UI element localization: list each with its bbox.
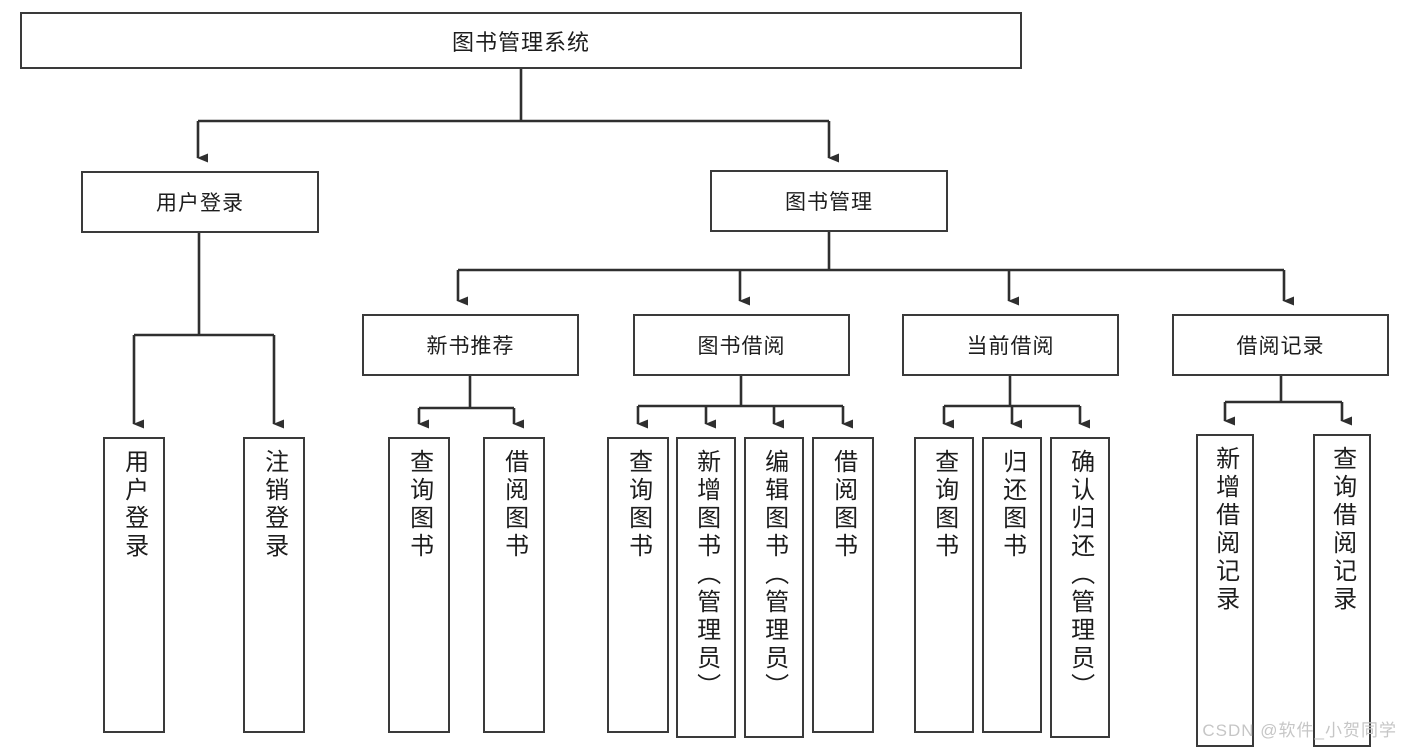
node-book-management[interactable]: 图书管理 — [710, 170, 948, 232]
leaf-add-borrow-record[interactable]: 新增借阅记录 — [1196, 434, 1254, 747]
leaf-return-book[interactable]: 归还图书 — [982, 437, 1042, 733]
node-new-book-recommend[interactable]: 新书推荐 — [362, 314, 579, 376]
node-current-borrow[interactable]: 当前借阅 — [902, 314, 1119, 376]
leaf-edit-book-admin[interactable]: 编辑图书（管理员） — [744, 437, 804, 738]
node-root[interactable]: 图书管理系统 — [20, 12, 1022, 69]
leaf-borrow-book-rec[interactable]: 借阅图书 — [483, 437, 545, 733]
leaf-user-login[interactable]: 用户登录 — [103, 437, 165, 733]
leaf-query-book-rec[interactable]: 查询图书 — [388, 437, 450, 733]
leaf-query-book[interactable]: 查询图书 — [607, 437, 669, 733]
leaf-query-book-current[interactable]: 查询图书 — [914, 437, 974, 733]
csdn-watermark: CSDN @软件_小贺同学 — [1202, 721, 1397, 740]
leaf-logout[interactable]: 注销登录 — [243, 437, 305, 733]
leaf-borrow-book[interactable]: 借阅图书 — [812, 437, 874, 733]
node-borrow-record[interactable]: 借阅记录 — [1172, 314, 1389, 376]
leaf-query-borrow-record[interactable]: 查询借阅记录 — [1313, 434, 1371, 747]
leaf-add-book-admin[interactable]: 新增图书（管理员） — [676, 437, 736, 738]
node-book-borrow[interactable]: 图书借阅 — [633, 314, 850, 376]
node-user-login[interactable]: 用户登录 — [81, 171, 319, 233]
leaf-confirm-return-admin[interactable]: 确认归还（管理员） — [1050, 437, 1110, 738]
